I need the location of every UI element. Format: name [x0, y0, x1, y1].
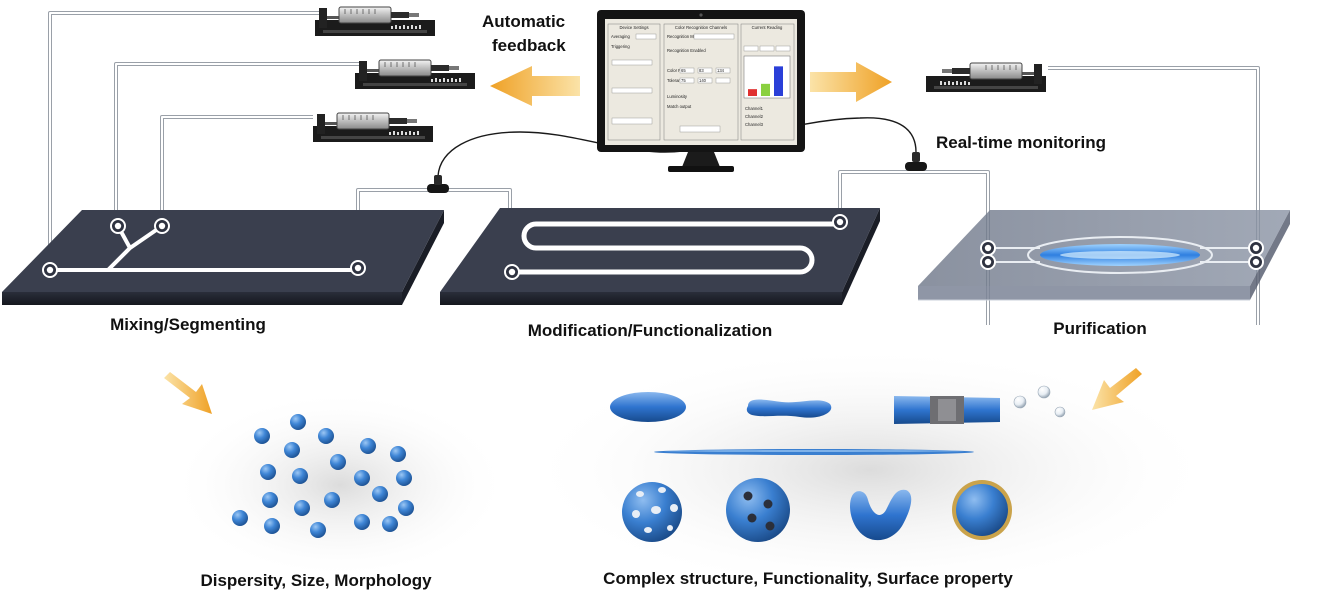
inclusions [743, 491, 775, 531]
arrow-feedback-left [490, 66, 580, 106]
mixing-segmenting-label: Mixing/Segmenting [110, 315, 266, 334]
loaded-sphere [726, 478, 790, 542]
screen-bar-1 [748, 89, 757, 96]
particle [372, 486, 388, 502]
automatic-feedback-label-line2: feedback [492, 36, 566, 55]
particle [398, 500, 414, 516]
screen-field-5: Color Fill [667, 68, 684, 73]
screen-value-8: Channel3 [745, 122, 764, 127]
sensor-left [427, 175, 449, 193]
shadow-patch-right [520, 345, 1220, 595]
computer-monitor: Device Settings Color Recognition Channe… [597, 10, 805, 172]
modification-functionalization-label: Modification/Functionalization [527, 321, 773, 340]
chip-mixing [2, 210, 444, 305]
screen-field-2: Triggering [611, 44, 630, 49]
screen-value-6: Channel1 [745, 106, 764, 111]
particle [354, 514, 370, 530]
screen-panel-title-3: Current Reading [752, 25, 783, 30]
complex-particles [610, 385, 1066, 542]
particle [318, 428, 334, 444]
pores [632, 487, 678, 533]
particle [264, 518, 280, 534]
purification-label: Purification [1053, 319, 1147, 338]
bubble [1054, 406, 1066, 418]
screen-value-5: 140 [699, 78, 707, 83]
sensor-right [905, 152, 927, 171]
particle [396, 470, 412, 486]
particle [310, 522, 326, 538]
particle [292, 468, 308, 484]
syringe-pump-1 [314, 6, 436, 37]
particle [232, 510, 248, 526]
syringe-pump-2 [354, 59, 476, 90]
screen-bar-3 [774, 66, 783, 96]
dispersity-caption: Dispersity, Size, Morphology [200, 571, 432, 590]
arrow-from-purification [1092, 368, 1142, 410]
bowl-particle [850, 489, 912, 541]
particle [324, 492, 340, 508]
particle [262, 492, 278, 508]
screen-panel-title-1: Device Settings [619, 25, 648, 30]
chip-modification [440, 208, 880, 305]
ellipsoid-particle [610, 392, 686, 422]
screen-field-6: Tolerance [667, 78, 686, 83]
particle [390, 446, 406, 462]
screen-field-1: Averaging [611, 34, 630, 39]
screen-value-1: 65 [681, 68, 686, 73]
shadow-patch-left [170, 390, 510, 580]
arrow-to-dispersity [164, 372, 212, 414]
bubble [1013, 395, 1027, 409]
complex-caption: Complex structure, Functionality, Surfac… [603, 569, 1013, 588]
bubble [1037, 385, 1051, 399]
tubing [48, 11, 1260, 325]
screen-field-7: Luminosity [667, 94, 688, 99]
particle [290, 414, 306, 430]
syringe-pump-3 [312, 112, 434, 143]
particle [330, 454, 346, 470]
particle [254, 428, 270, 444]
particle-cluster [232, 414, 414, 538]
sensor-cable [437, 117, 917, 177]
particle [360, 438, 376, 454]
particle [354, 470, 370, 486]
screen-panel-title-2: Color Recognition Channels [675, 25, 727, 30]
particle [260, 464, 276, 480]
serpentine-channel [509, 221, 841, 275]
screen-bar-2 [761, 83, 770, 96]
screen-value-2: 83 [699, 68, 704, 73]
core-shell-particle [956, 484, 1008, 536]
screen-value-4: 75 [681, 78, 686, 83]
automatic-feedback-label-line1: Automatic [482, 12, 566, 31]
screen-field-4: Recognition Enabled [667, 48, 706, 53]
particle [294, 500, 310, 516]
particle [382, 516, 398, 532]
particle [284, 442, 300, 458]
worm-particle [746, 399, 832, 418]
realtime-monitoring-label: Real-time monitoring [936, 133, 1107, 152]
chip-purification [918, 210, 1290, 301]
screen-field-8: Match output [667, 104, 692, 109]
screen-field-3: Recognition Mode [667, 34, 701, 39]
screen-bars [748, 66, 783, 96]
screen-value-3: 134 [717, 68, 725, 73]
syringe-pump-4 [925, 62, 1047, 93]
arrow-monitor-right [810, 62, 892, 102]
screen-value-7: Channel2 [745, 114, 764, 119]
